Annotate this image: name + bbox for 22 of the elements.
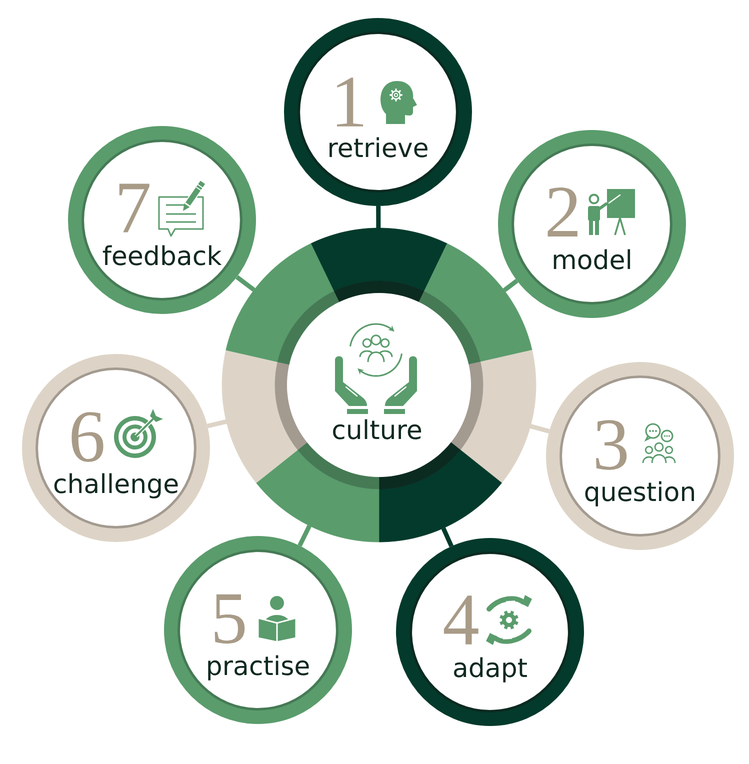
connector-line xyxy=(376,206,381,228)
step-number: 7 xyxy=(119,184,150,232)
step-label: model xyxy=(554,249,630,270)
step-label: question xyxy=(585,481,694,506)
step-label: challenge xyxy=(54,473,178,498)
step-number: 6 xyxy=(72,412,104,462)
connector-line xyxy=(530,424,550,434)
step-number: 5 xyxy=(214,594,245,644)
step-number: 3 xyxy=(596,420,627,470)
connector-line xyxy=(235,275,256,292)
hub-label: culture xyxy=(333,419,422,440)
step-label: retrieve xyxy=(330,137,428,158)
connector-line xyxy=(298,524,312,547)
connector-line xyxy=(441,527,454,548)
step-label: feedback xyxy=(102,245,222,266)
step-number: 4 xyxy=(444,596,478,644)
step-number: 1 xyxy=(337,78,364,126)
step-number: 2 xyxy=(548,188,578,236)
connector-line xyxy=(502,278,518,292)
connector-line xyxy=(206,419,227,428)
step-label: adapt xyxy=(454,657,527,682)
step-label: practise xyxy=(208,655,309,680)
